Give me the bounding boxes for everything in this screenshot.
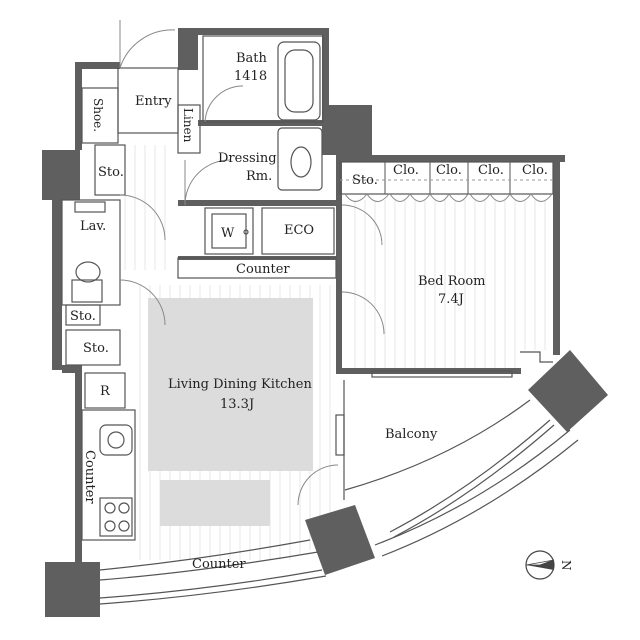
sto-lower-label: Sto. — [83, 341, 109, 356]
refrigerator-label: R — [100, 384, 111, 399]
sto-bed-label: Sto. — [352, 173, 378, 188]
north-arrow-icon — [525, 550, 555, 580]
washer-label: W — [221, 226, 235, 241]
eco-label: ECO — [284, 223, 314, 238]
dressing-rm-label: Rm. — [246, 169, 272, 184]
clo-label-4: Clo. — [522, 163, 548, 178]
rug-area — [148, 298, 313, 471]
bath-size-label: 1418 — [234, 69, 267, 84]
shoe-label: Shoe. — [91, 98, 105, 132]
bed-room-label: Bed Room — [418, 274, 485, 289]
clo-label-3: Clo. — [478, 163, 504, 178]
north-label: N — [559, 560, 573, 571]
bed-room-size-label: 7.4J — [438, 292, 464, 307]
sto-toilet-label: Sto. — [70, 309, 96, 324]
ldk-size-label: 13.3J — [220, 397, 254, 412]
dressing-label: Dressing — [218, 151, 277, 166]
ldk-label: Living Dining Kitchen — [168, 377, 312, 392]
balcony-label: Balcony — [385, 427, 438, 442]
clo-label-2: Clo. — [436, 163, 462, 178]
lav-label: Lav. — [80, 219, 106, 234]
table-area — [160, 480, 270, 526]
room-outlines — [61, 35, 579, 605]
counter-top-label: Counter — [236, 262, 290, 277]
bath-label: Bath — [236, 51, 268, 66]
counter-bottom-label: Counter — [192, 557, 246, 572]
doors — [119, 20, 553, 506]
entry-label: Entry — [135, 94, 172, 109]
clo-label-1: Clo. — [393, 163, 419, 178]
counter-kitchen-label: Counter — [82, 450, 97, 504]
walls — [42, 28, 608, 617]
sto-entry-label: Sto. — [98, 165, 124, 180]
linen-label: Linen — [181, 108, 195, 143]
